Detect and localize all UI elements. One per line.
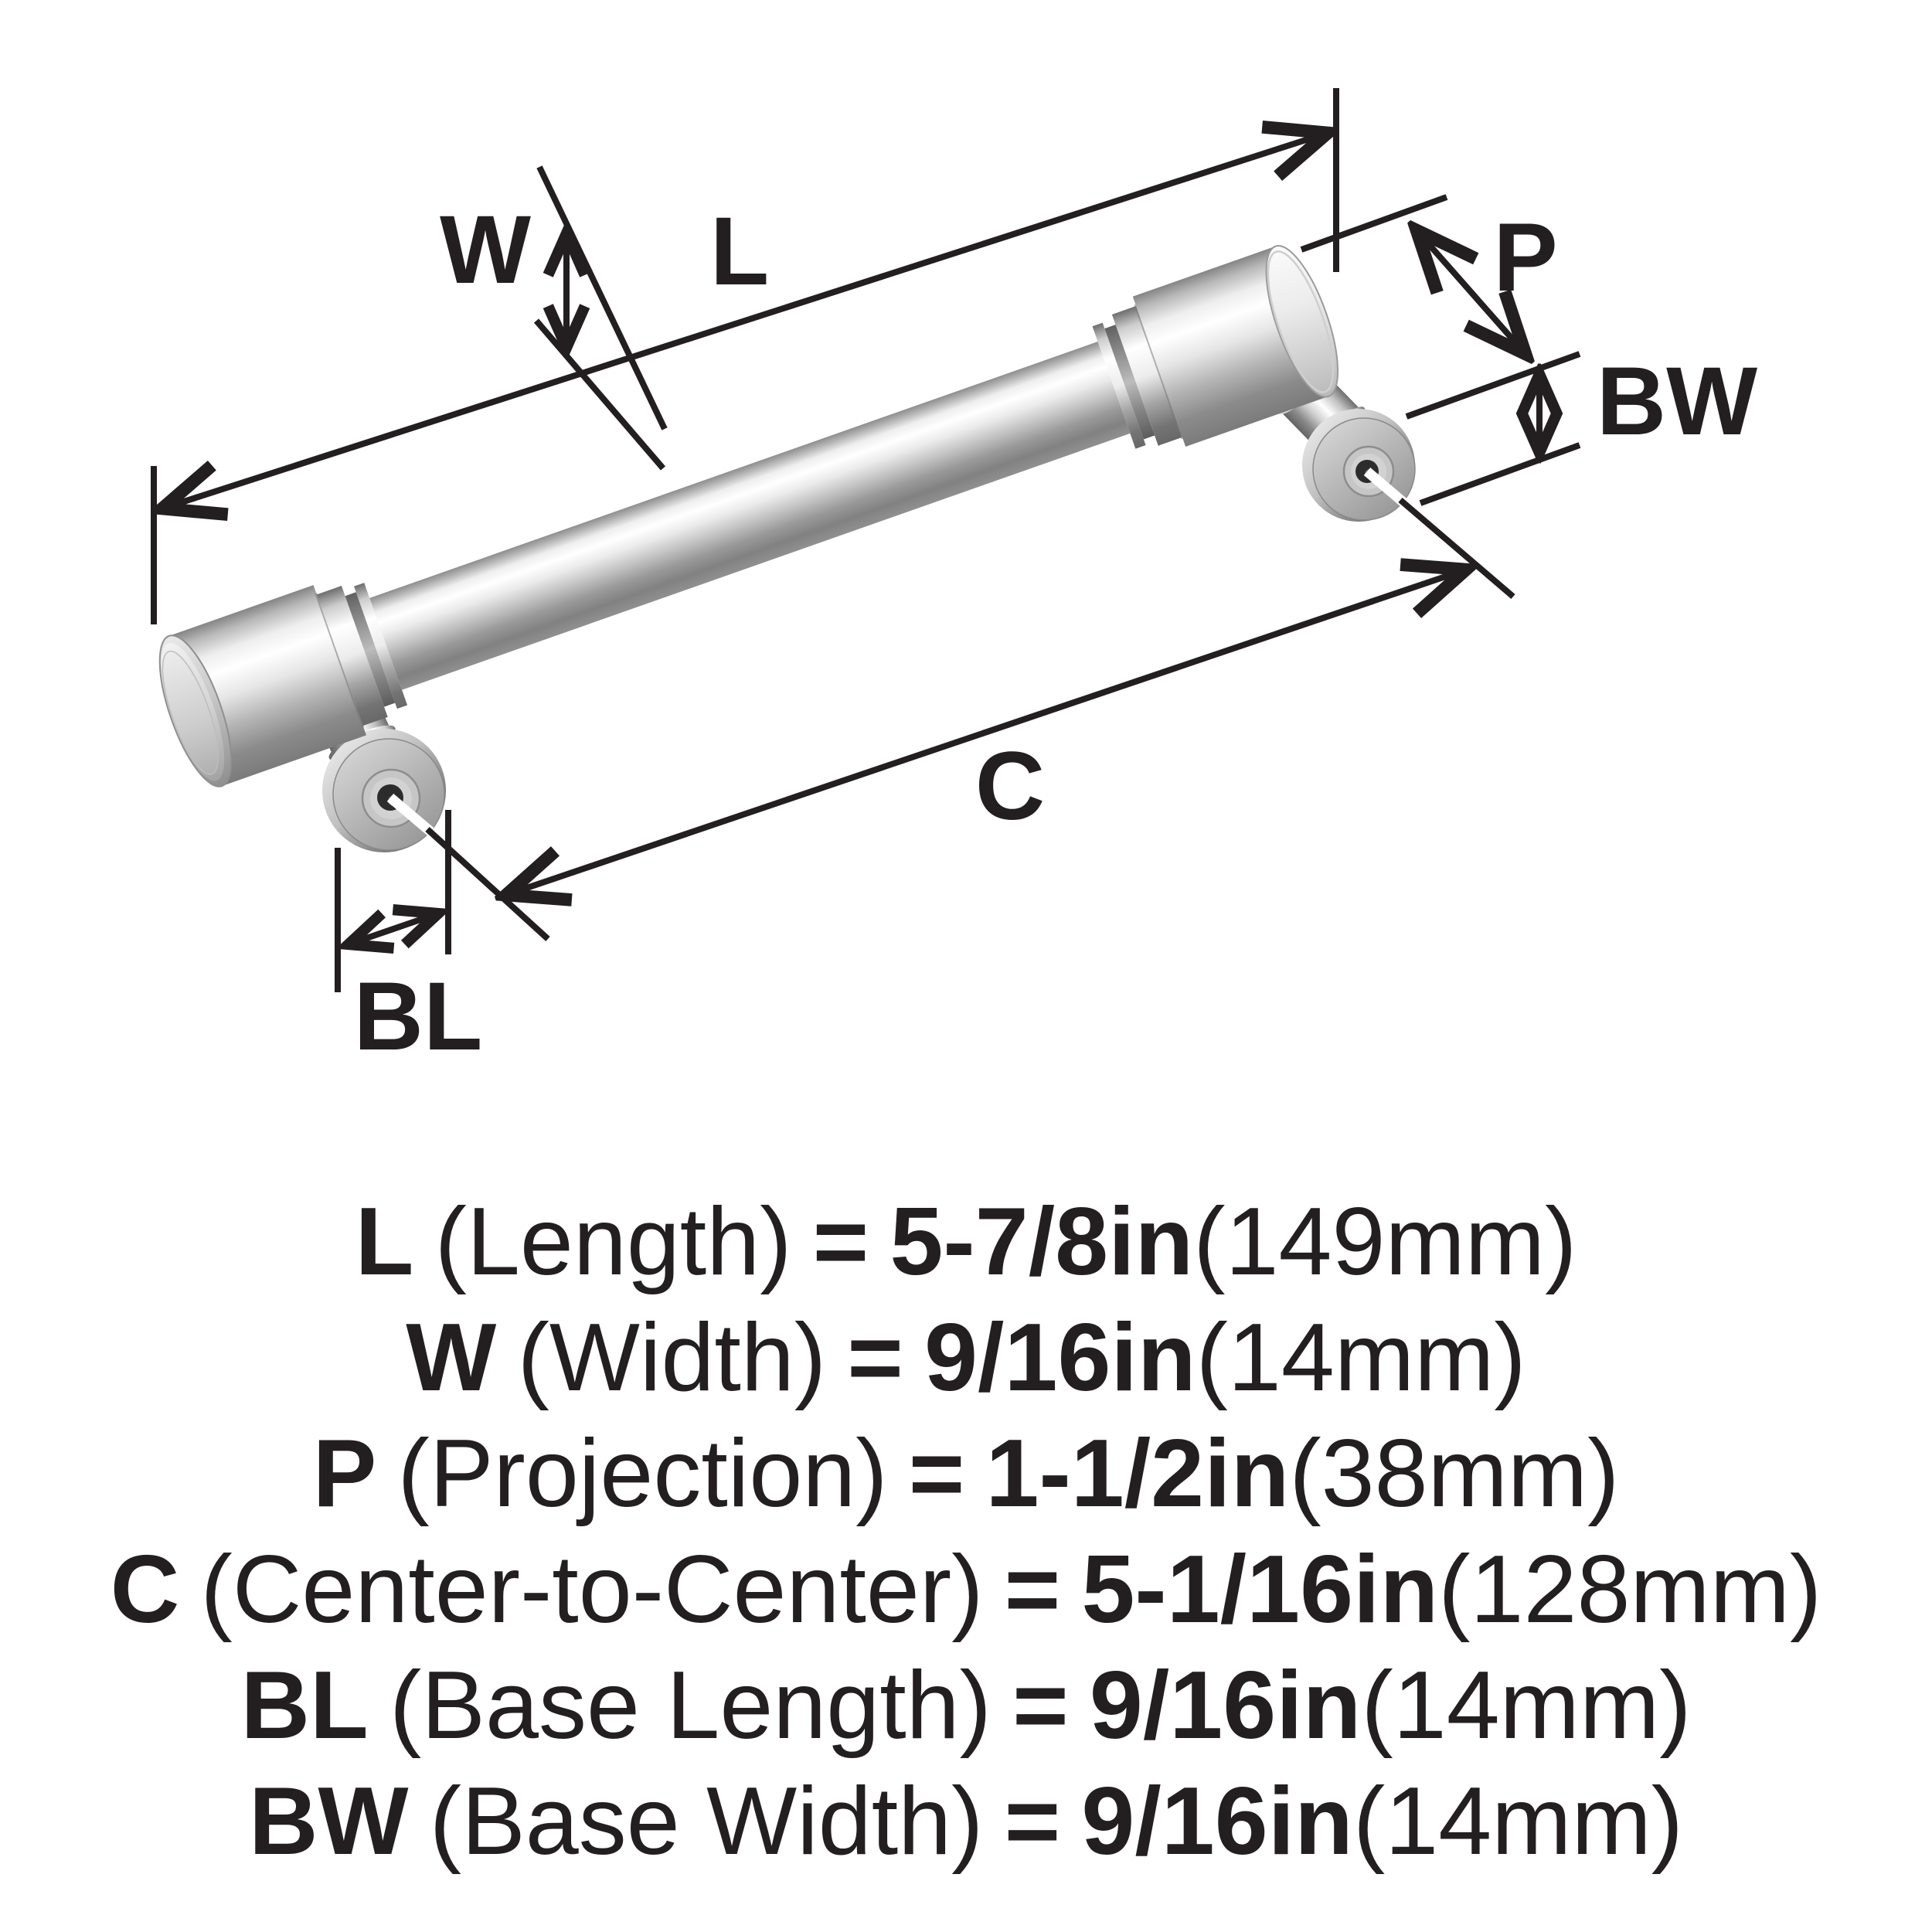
spec-imperial: 9/16in [1081,1768,1353,1875]
spec-symbol: BL [240,1652,369,1759]
spec-name: (Projection) [397,1420,888,1527]
spec-symbol: P [312,1420,377,1527]
spec-name: (Base Length) [389,1652,992,1759]
dim-tick [1419,442,1581,506]
dim-line-center-to-center [506,570,1466,895]
spec-symbol: C [110,1536,180,1643]
dim-line-length [162,133,1328,509]
spec-symbol: L [355,1189,414,1295]
spec-metric: (38mm) [1289,1420,1620,1527]
spec-line-base-width: BW(Base Width)=9/16in(14mm) [0,1764,1932,1879]
c-tick-left-white [386,794,434,835]
dim-tick [533,318,666,471]
spec-metric: (14mm) [1352,1768,1684,1875]
label-base-width: BW [1597,348,1757,455]
spec-imperial: 9/16in [924,1304,1196,1411]
dim-tick [1398,497,1515,600]
spec-equals: = [847,1304,903,1411]
spec-symbol: BW [248,1768,409,1875]
spec-symbol: W [406,1304,497,1411]
label-length: L [710,198,769,305]
spec-line-projection: P(Projection)=1-1/2in(38mm) [0,1416,1932,1532]
spec-line-center-to-center: C(Center-to-Center)=5-1/16in(128mm) [0,1532,1932,1648]
spec-imperial: 5-1/16in [1081,1536,1439,1643]
spec-name: (Width) [517,1304,827,1411]
spec-name: (Center-to-Center) [200,1536,984,1643]
spec-line-length: L(Length)=5-7/8in(149mm) [0,1184,1932,1300]
spec-line-width: W(Width)=9/16in(14mm) [0,1300,1932,1416]
spec-imperial: 9/16in [1089,1652,1362,1759]
left-ring [316,586,388,726]
right-base-plate [1302,409,1416,522]
dim-arrow-projection [1417,230,1526,354]
spec-equals: = [812,1189,869,1295]
spec-imperial: 5-7/8in [889,1189,1194,1295]
label-width: W [440,196,531,304]
spec-metric: (14mm) [1361,1652,1692,1759]
dim-tick [1405,351,1581,420]
spec-name: (Base Width) [429,1768,984,1875]
dimension-spec-list: L(Length)=5-7/8in(149mm) W(Width)=9/16in… [0,1184,1932,1879]
spec-name: (Length) [434,1189,792,1295]
dim-arrow-base-length [349,913,438,944]
spec-metric: (149mm) [1193,1189,1577,1295]
spec-metric: (128mm) [1438,1536,1822,1643]
label-base-length: BL [354,963,483,1070]
handle-bar [369,342,1131,690]
c-tick-right-white [1363,468,1407,506]
spec-equals: = [1004,1768,1061,1875]
dimension-lines [154,88,1581,992]
spec-metric: (14mm) [1196,1304,1526,1411]
spec-line-base-length: BL(Base Length)=9/16in(14mm) [0,1648,1932,1764]
dim-tick [536,165,668,430]
spec-equals: = [908,1420,965,1527]
spec-imperial: 1-1/2in [985,1420,1290,1527]
dim-tick [1300,194,1448,253]
label-projection: P [1493,204,1557,311]
spec-equals: = [1012,1652,1069,1759]
label-center-to-center: C [975,733,1045,840]
spec-equals: = [1004,1536,1061,1643]
